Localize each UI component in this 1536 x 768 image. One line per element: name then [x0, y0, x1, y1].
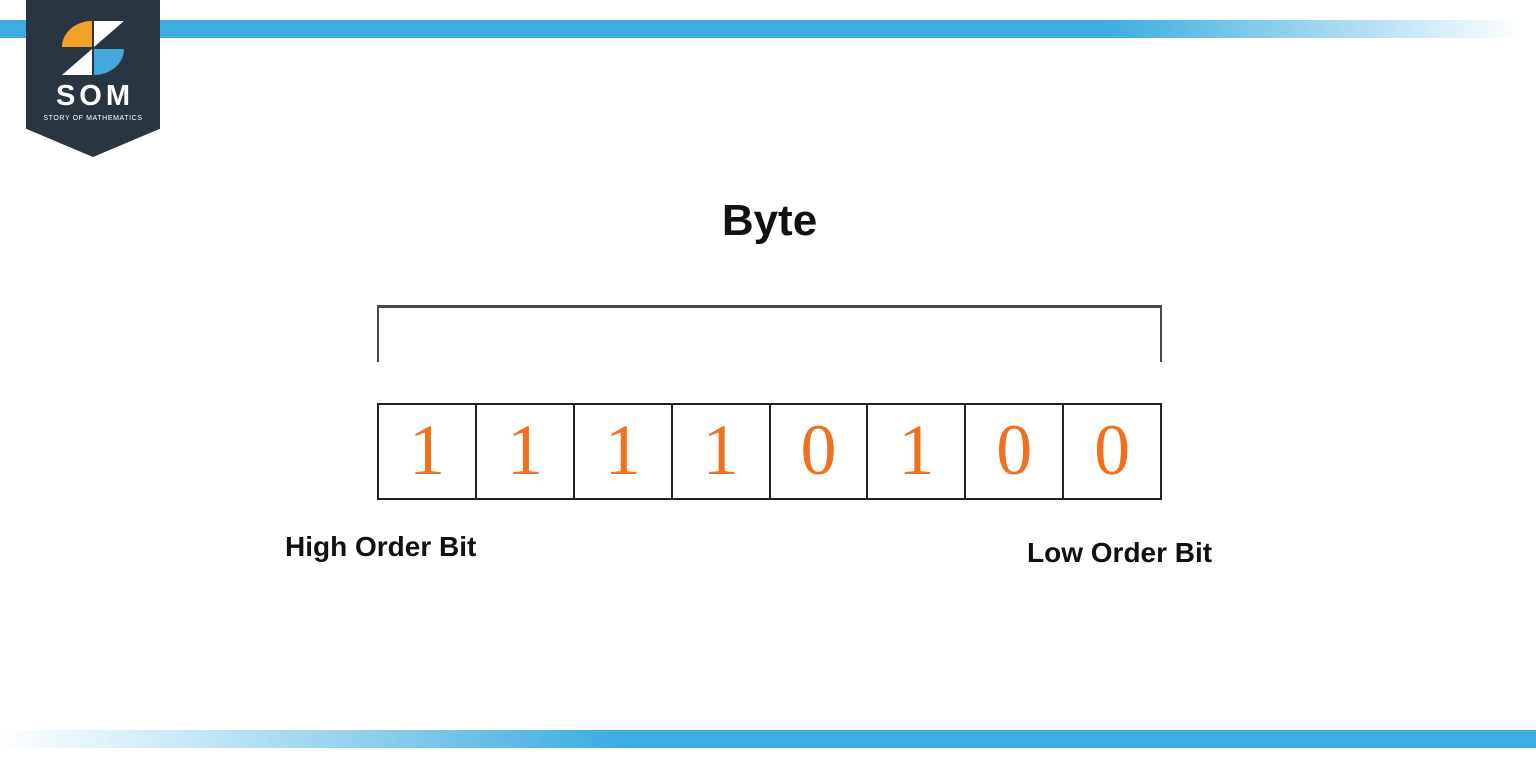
pinwheel-white-triangle-top — [94, 21, 124, 47]
top-accent-stripe — [0, 20, 1536, 38]
bit-cell-4: 1 — [673, 405, 771, 498]
bit-cell-2: 1 — [868, 405, 967, 498]
bit-cell-7: 1 — [379, 405, 477, 498]
bit-cell-1: 0 — [966, 405, 1065, 498]
som-logo-badge: SOM STORY OF MATHEMATICS — [26, 0, 160, 157]
high-order-bit-label: High Order Bit — [285, 531, 477, 562]
pinwheel-white-triangle-bottom — [62, 49, 92, 75]
logo-wordmark: SOM — [55, 80, 135, 112]
bit-cell-6: 1 — [477, 405, 575, 498]
logo-tagline: STORY OF MATHEMATICS — [43, 115, 143, 122]
byte-bit-cells: 1 1 1 1 0 1 0 0 — [377, 403, 1162, 500]
bit-cell-5: 1 — [575, 405, 673, 498]
low-order-bit-label: Low Order Bit — [1027, 537, 1213, 568]
pinwheel-orange-quarter — [62, 21, 92, 47]
bit-cell-3: 0 — [771, 405, 869, 498]
som-pinwheel-icon — [62, 21, 124, 75]
bit-cell-0: 0 — [1094, 409, 1131, 490]
bottom-accent-stripe — [0, 730, 1536, 748]
diagram-title: Byte — [721, 196, 818, 245]
pinwheel-blue-quarter — [94, 49, 124, 75]
byte-span-bracket — [377, 305, 1162, 362]
